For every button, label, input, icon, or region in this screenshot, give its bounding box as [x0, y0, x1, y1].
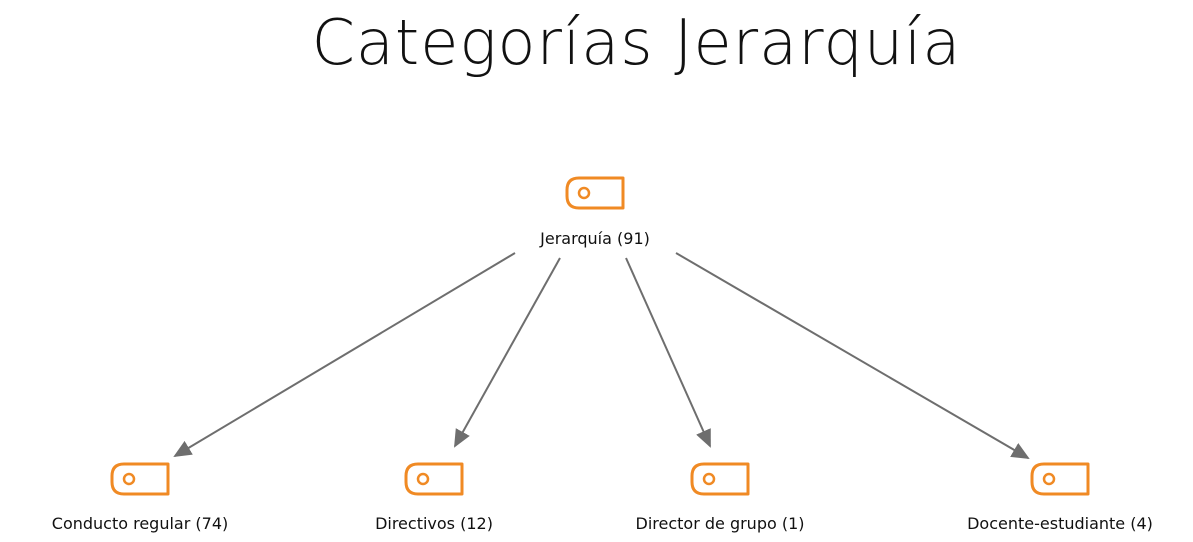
child-tag-icon-0	[110, 462, 170, 496]
child-node-label-docente-estudiante: Docente-estudiante (4)	[967, 514, 1153, 533]
edge-arrow-3	[675, 252, 1030, 460]
root-tag-icon	[565, 176, 625, 210]
edge-arrow-2	[625, 257, 711, 448]
child-tag-icon-3	[1030, 462, 1090, 496]
child-tag-icon-1	[404, 462, 464, 496]
child-tag-icon-2	[690, 462, 750, 496]
icons-group	[110, 176, 1090, 496]
child-node-label-conducto-regular: Conducto regular (74)	[51, 514, 229, 533]
child-node-label-directivos: Directivos (12)	[375, 514, 493, 533]
diagram-title: Categorías Jerarquía	[311, 6, 962, 79]
edge-arrow-0	[173, 252, 516, 458]
edge-arrow-1	[454, 257, 561, 448]
edges-group	[173, 252, 1030, 460]
child-node-label-director-de-grupo: Director de grupo (1)	[635, 514, 805, 533]
root-node-label: Jerarquía (91)	[540, 229, 650, 248]
